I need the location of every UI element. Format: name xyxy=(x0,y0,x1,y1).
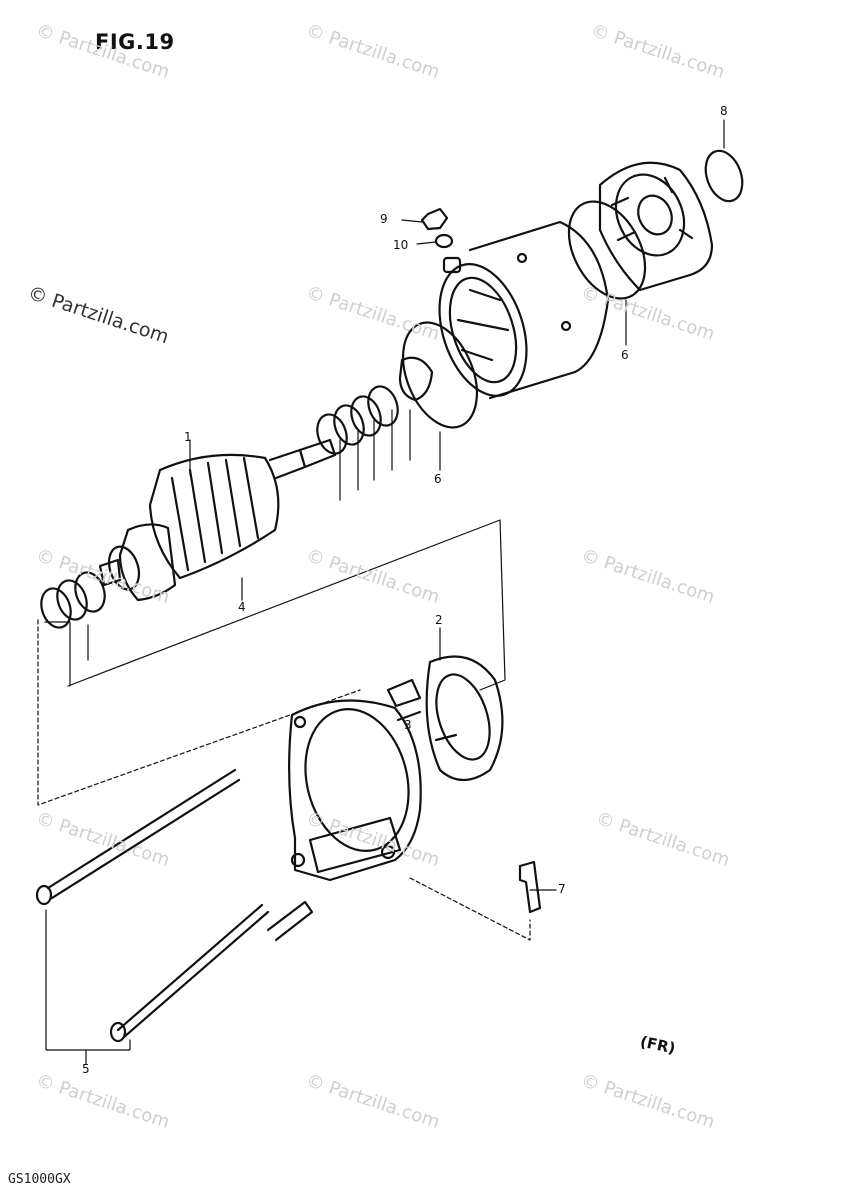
callout-6-lower: 6 xyxy=(434,472,442,486)
o-ring-small xyxy=(704,149,744,203)
front-end-cover xyxy=(288,699,422,882)
callout-4: 4 xyxy=(238,600,246,614)
mounting-bolt xyxy=(518,860,542,914)
insulator-plate xyxy=(398,356,434,402)
o-ring-lower xyxy=(402,321,478,429)
callout-10: 10 xyxy=(393,238,409,252)
figure-title: FIG.19 xyxy=(95,30,175,54)
leader-lines xyxy=(37,119,725,1065)
armature xyxy=(98,438,337,602)
motor-yoke xyxy=(438,220,610,400)
end-washers xyxy=(40,571,106,629)
callout-7: 7 xyxy=(558,882,566,896)
callout-3: 3 xyxy=(404,718,412,732)
callout-2: 2 xyxy=(435,613,443,627)
shaft-washers xyxy=(316,385,399,455)
callout-5: 5 xyxy=(82,1062,90,1076)
callout-8: 8 xyxy=(720,104,728,118)
rear-end-cover xyxy=(598,161,714,292)
washer xyxy=(434,233,454,249)
model-code: GS1000GX xyxy=(8,1172,71,1187)
callout-6-upper: 6 xyxy=(621,348,629,362)
callout-1: 1 xyxy=(184,430,192,444)
o-ring-upper xyxy=(567,200,647,300)
brush-holder xyxy=(386,655,504,782)
through-screws xyxy=(35,768,314,1043)
callout-9: 9 xyxy=(380,212,388,226)
nut xyxy=(420,207,449,231)
